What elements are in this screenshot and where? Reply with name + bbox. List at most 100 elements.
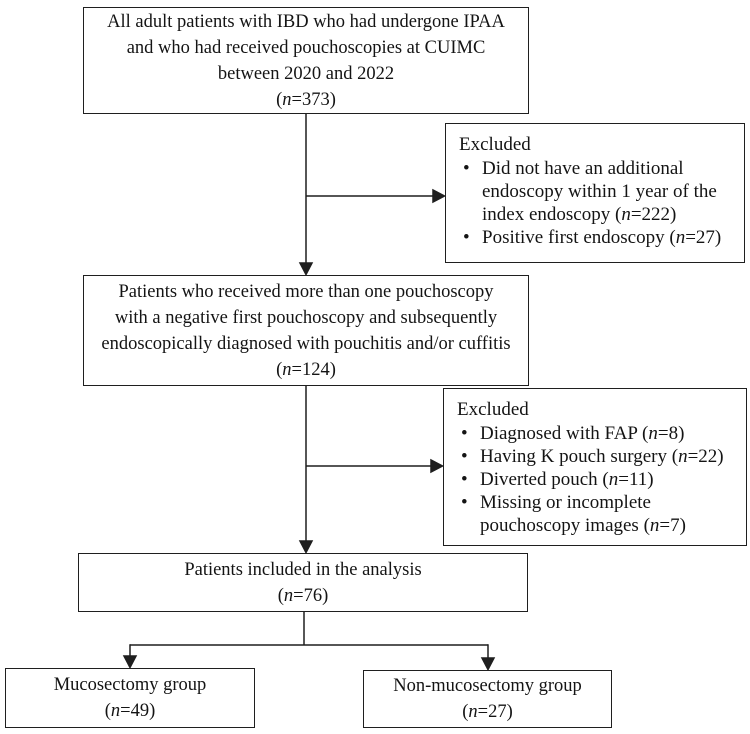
connector-cohort-to-eligible bbox=[298, 114, 314, 277]
sample-size-part: n bbox=[675, 227, 686, 248]
sample-size-part: ) bbox=[506, 702, 513, 722]
bullet-icon: • bbox=[461, 423, 468, 444]
sample-size-part: ( bbox=[610, 204, 622, 225]
box-text-line: Non-mucosectomy group bbox=[393, 676, 582, 696]
sample-size-part: ( bbox=[462, 702, 469, 722]
box-text-line: with a negative first pouchoscopy and su… bbox=[114, 307, 498, 328]
excluded-item: • Missing or incomplete pouchoscopy imag… bbox=[461, 491, 741, 537]
connector-analysis-split bbox=[122, 612, 496, 672]
sample-size-part: 49 bbox=[130, 701, 150, 721]
sample-size: (n=49) bbox=[105, 698, 156, 724]
excluded-item-label: Diagnosed with FAP bbox=[480, 423, 638, 444]
box-initial-cohort: All adult patients with IBD who had unde… bbox=[83, 7, 529, 114]
sample-size-part: ) bbox=[714, 227, 722, 248]
sample-size: (n=124) bbox=[276, 357, 336, 383]
sample-size-part: n bbox=[648, 423, 658, 444]
sample-size-part: = bbox=[291, 359, 302, 380]
sample-size-part: 222 bbox=[641, 204, 671, 225]
sample-size-part: ( bbox=[664, 227, 676, 248]
bullet-icon: • bbox=[463, 158, 470, 179]
box-excluded-second: Excluded • Diagnosed with FAP (n=8) • Ha… bbox=[443, 388, 747, 546]
box-text-line: Mucosectomy group bbox=[53, 675, 207, 695]
sample-size-part: ( bbox=[638, 515, 650, 536]
excluded-list: • Did not have an additional endoscopy w… bbox=[459, 157, 739, 249]
excluded-item-text: Did not have an additional endoscopy wit… bbox=[482, 157, 739, 226]
sample-size-part: ) bbox=[678, 423, 685, 444]
sample-size-part: n bbox=[282, 359, 292, 380]
excluded-item-text: Missing or incomplete pouchoscopy images… bbox=[480, 491, 741, 537]
sample-size-part: = bbox=[477, 702, 489, 722]
excluded-item-label: Diverted pouch bbox=[480, 469, 598, 490]
sample-size-part: 27 bbox=[695, 227, 715, 248]
connector-branch-excluded-second bbox=[306, 458, 445, 474]
sample-size-part: n bbox=[282, 89, 292, 110]
sample-size-part: 27 bbox=[488, 702, 507, 722]
box-mucosectomy-group: Mucosectomy group (n=49) bbox=[5, 668, 255, 728]
box-text-line: between 2020 and 2022 bbox=[217, 63, 395, 84]
sample-size-part: ) bbox=[647, 469, 654, 490]
box-excluded-first: Excluded • Did not have an additional en… bbox=[445, 123, 745, 263]
sample-size: (n=373) bbox=[276, 87, 336, 113]
sample-size-part: ) bbox=[717, 446, 724, 467]
box-text-line: Patients included in the analysis bbox=[184, 559, 422, 580]
sample-size-part: 124 bbox=[301, 359, 330, 380]
excluded-item-label: Did not have an additional endoscopy wit… bbox=[482, 158, 717, 225]
sample-size-part: = bbox=[659, 515, 671, 536]
excluded-item-text: Diagnosed with FAP (n=8) bbox=[480, 422, 741, 445]
sample-size-part: = bbox=[630, 204, 642, 225]
sample-size-part: 373 bbox=[301, 89, 330, 110]
excluded-item: • Having K pouch surgery (n=22) bbox=[461, 445, 741, 468]
sample-size: (n=76) bbox=[278, 583, 329, 609]
sample-size-part: ) bbox=[322, 585, 329, 606]
box-non-mucosectomy-group: Non-mucosectomy group (n=27) bbox=[363, 670, 612, 728]
box-text-line: and who had received pouchoscopies at CU… bbox=[126, 37, 486, 58]
sample-size-part: ( bbox=[637, 423, 649, 444]
excluded-item-label: Having K pouch surgery bbox=[480, 446, 667, 467]
box-text-line: endoscopically diagnosed with pouchitis … bbox=[101, 333, 511, 354]
excluded-item-text: Positive first endoscopy (n=27) bbox=[482, 226, 739, 249]
sample-size-part: = bbox=[618, 469, 629, 490]
sample-size-part: = bbox=[120, 701, 131, 721]
sample-size-part: = bbox=[687, 446, 699, 467]
sample-size-part: n bbox=[468, 702, 478, 722]
sample-size-part: = bbox=[657, 423, 669, 444]
sample-size-part: n bbox=[283, 585, 294, 606]
excluded-item: • Diagnosed with FAP (n=8) bbox=[461, 422, 741, 445]
box-text-line: Patients who received more than one pouc… bbox=[118, 281, 494, 302]
box-eligible-cohort: Patients who received more than one pouc… bbox=[83, 275, 529, 386]
sample-size-part: 22 bbox=[698, 446, 718, 467]
excluded-title: Excluded bbox=[459, 134, 531, 155]
bullet-icon: • bbox=[461, 446, 468, 467]
bullet-icon: • bbox=[463, 227, 470, 248]
excluded-item-label: Missing or incomplete pouchoscopy images bbox=[480, 492, 651, 536]
connector-branch-excluded-first bbox=[306, 188, 447, 204]
sample-size-part: 8 bbox=[668, 423, 679, 444]
sample-size-part: n bbox=[621, 204, 631, 225]
excluded-item: • Diverted pouch (n=11) bbox=[461, 468, 741, 491]
sample-size-part: n bbox=[110, 701, 121, 721]
sample-size-part: 7 bbox=[670, 515, 680, 536]
bullet-icon: • bbox=[461, 469, 468, 490]
sample-size-part: ( bbox=[276, 89, 283, 110]
sample-size: (n=27) bbox=[462, 699, 513, 725]
sample-size-part: ) bbox=[329, 359, 336, 380]
sample-size-part: = bbox=[293, 585, 304, 606]
sample-size-part: 76 bbox=[303, 585, 323, 606]
excluded-title: Excluded bbox=[457, 399, 529, 420]
sample-size-part: ) bbox=[679, 515, 686, 536]
sample-size-part: ( bbox=[104, 701, 111, 721]
sample-size-part: = bbox=[685, 227, 696, 248]
excluded-item-text: Having K pouch surgery (n=22) bbox=[480, 445, 741, 468]
excluded-item: • Positive first endoscopy (n=27) bbox=[463, 226, 739, 249]
excluded-list: • Diagnosed with FAP (n=8) • Having K po… bbox=[457, 422, 741, 537]
sample-size-part: ) bbox=[149, 701, 156, 721]
sample-size-part: = bbox=[291, 89, 302, 110]
sample-size-part: n bbox=[649, 515, 660, 536]
bullet-icon: • bbox=[461, 492, 468, 513]
excluded-item-label: Positive first endoscopy bbox=[482, 227, 665, 248]
sample-size-part: 11 bbox=[628, 469, 648, 490]
excluded-item-text: Diverted pouch (n=11) bbox=[480, 468, 741, 491]
box-analysis: Patients included in the analysis (n=76) bbox=[78, 553, 528, 612]
sample-size-part: ) bbox=[670, 204, 677, 225]
